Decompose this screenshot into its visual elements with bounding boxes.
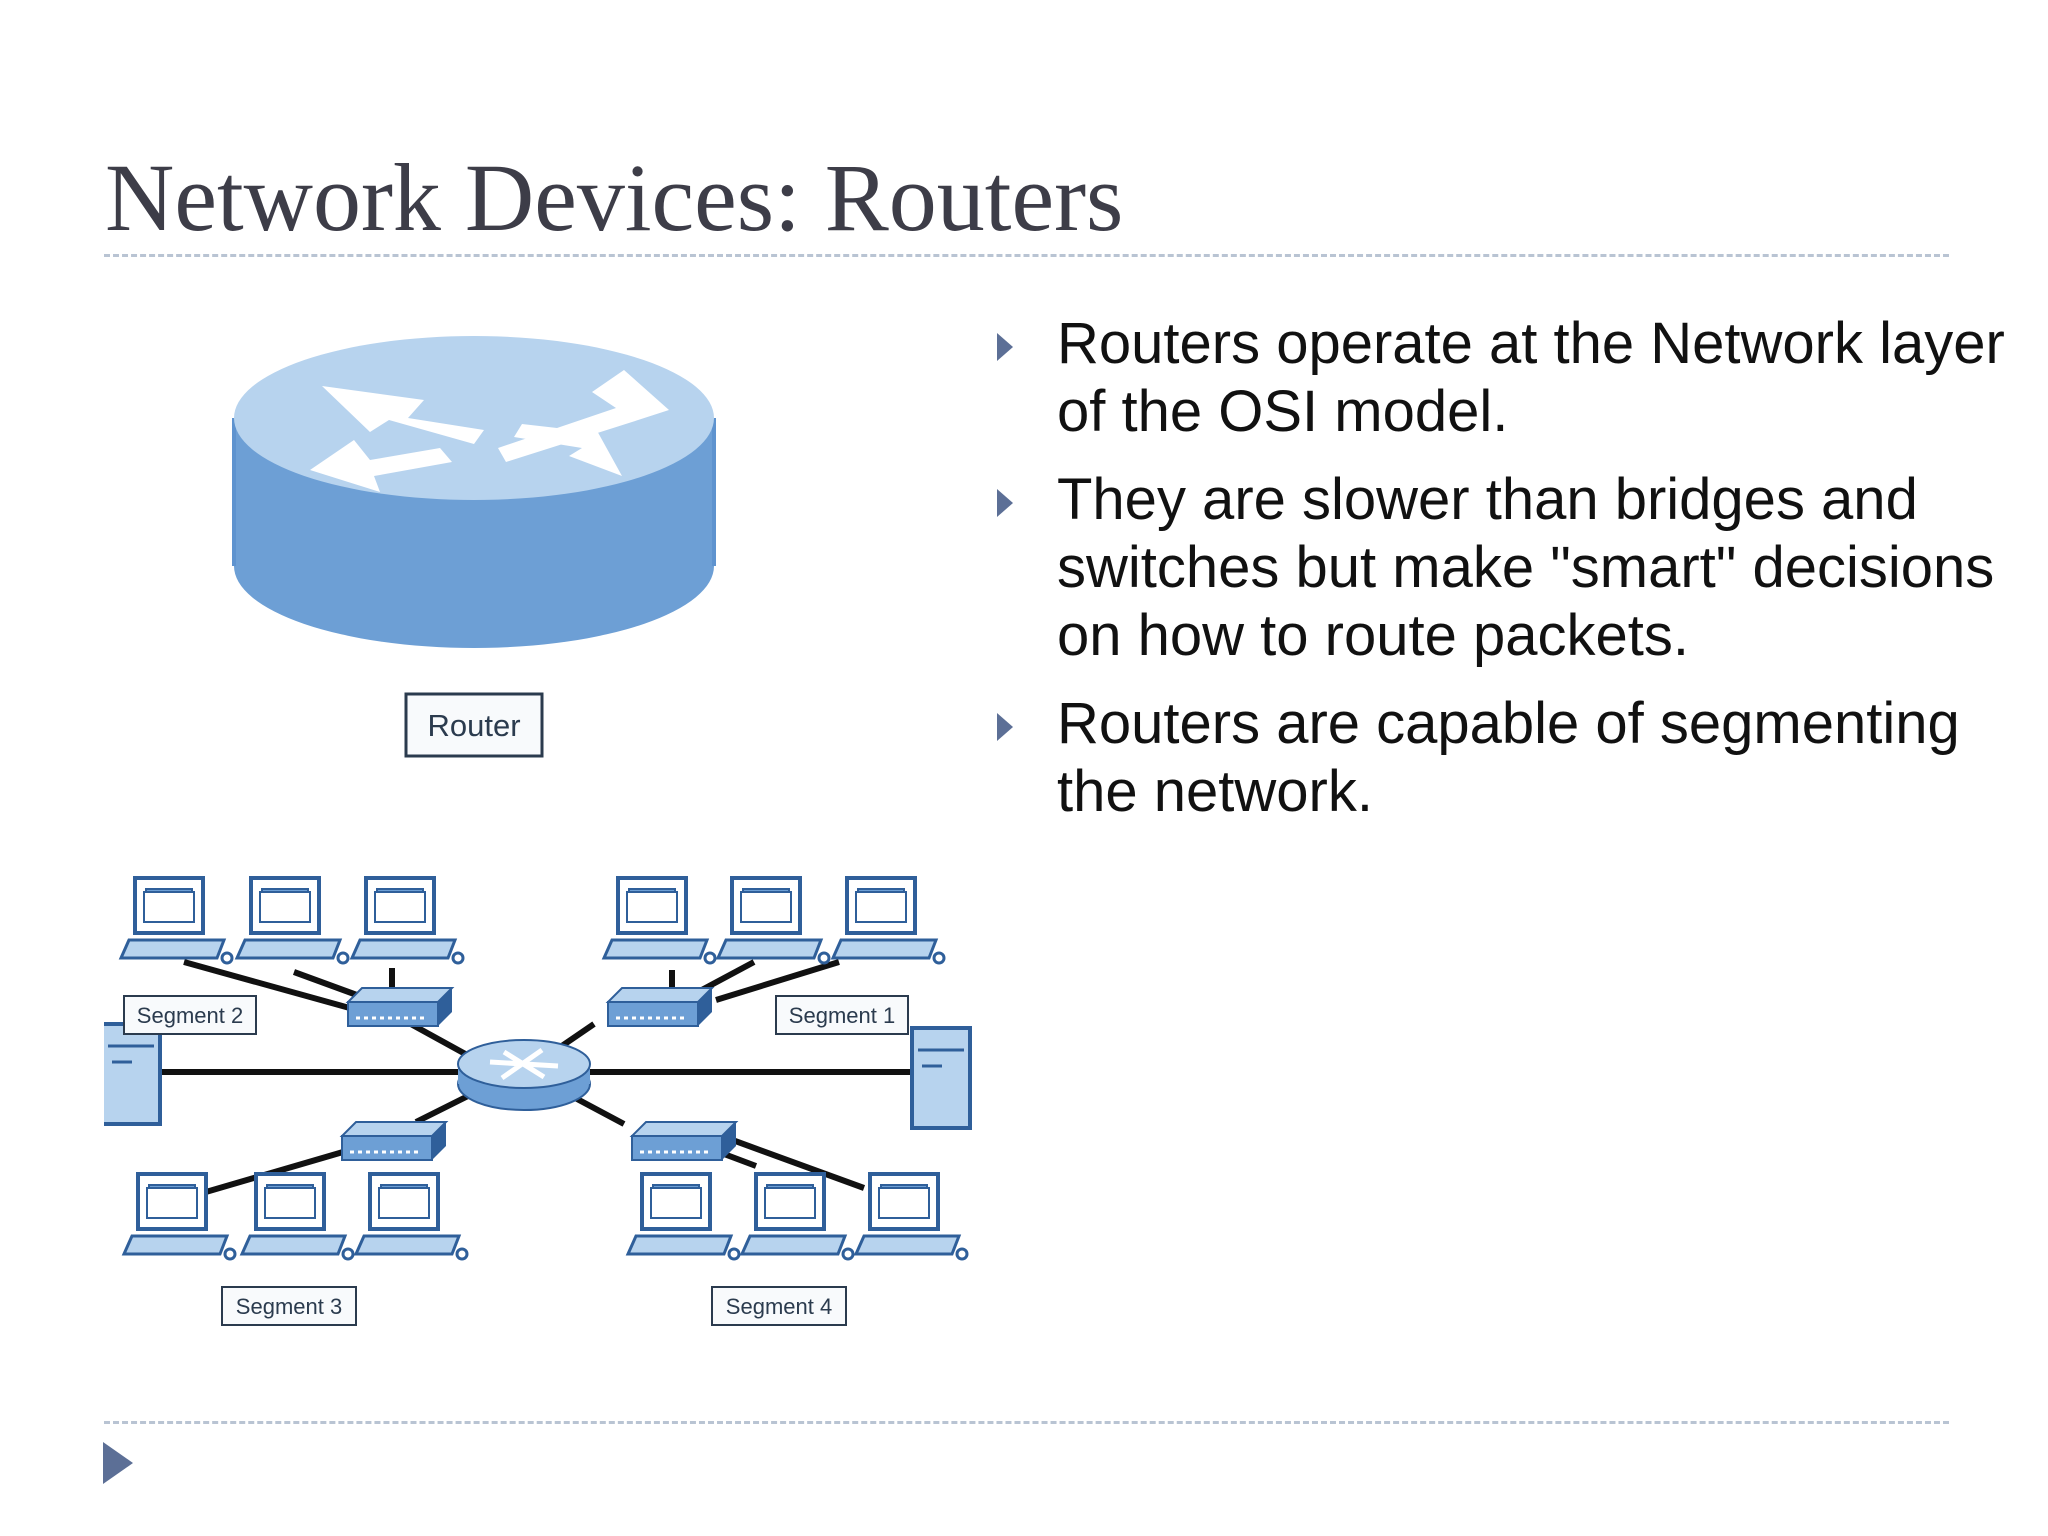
segment-3-label-box: Segment 3 [221, 1286, 357, 1326]
switch-segment-3 [340, 1120, 448, 1162]
bullet-item: Routers are capable of segmenting the ne… [995, 690, 2035, 826]
title-divider [104, 254, 1949, 257]
router-network-figure: Router [100, 272, 984, 1352]
triangle-bullet-icon [997, 489, 1013, 517]
segment-4-label: Segment 4 [726, 1294, 832, 1319]
segment-4-label-box: Segment 4 [711, 1286, 847, 1326]
triangle-bullet-icon [997, 713, 1013, 741]
server-right [910, 1026, 972, 1130]
segment-3-computers [122, 1172, 469, 1261]
switch-segment-2 [346, 986, 454, 1028]
footer-divider [104, 1421, 1949, 1424]
network-diagram: Router [100, 336, 972, 1326]
bullet-item: Routers operate at the Network layer of … [995, 310, 2035, 446]
segment-2-label-box: Segment 2 [123, 995, 257, 1035]
center-router-icon [457, 1039, 591, 1111]
bullet-text: Routers are capable of segmenting the ne… [1057, 691, 1960, 824]
segment-4-computers [626, 1172, 969, 1261]
bullet-text: They are slower than bridges and switche… [1057, 467, 1995, 668]
switch-segment-4 [630, 1120, 738, 1162]
bullet-text: Routers operate at the Network layer of … [1057, 311, 2005, 444]
segment-3-label: Segment 3 [236, 1294, 342, 1319]
triangle-bullet-icon [997, 333, 1013, 361]
segment-1-label: Segment 1 [789, 1003, 895, 1028]
segment-2-label: Segment 2 [137, 1003, 243, 1028]
bullet-item: They are slower than bridges and switche… [995, 466, 2035, 670]
footer-triangle-icon [103, 1442, 133, 1484]
segment-2-computers [119, 876, 465, 965]
bullet-list: Routers operate at the Network layer of … [995, 310, 2035, 846]
slide-title: Network Devices: Routers [105, 144, 1124, 251]
server-left [100, 1022, 162, 1126]
router-label: Router [427, 708, 520, 743]
router-label-box: Router [404, 692, 544, 758]
segment-1-label-box: Segment 1 [775, 995, 909, 1035]
segment-1-computers [602, 876, 946, 965]
switch-segment-1 [606, 986, 714, 1028]
router-icon [232, 336, 716, 648]
